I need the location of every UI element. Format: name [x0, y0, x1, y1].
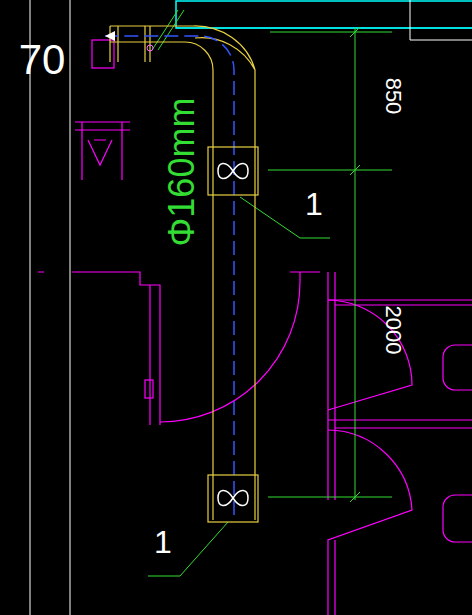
dimension-text: 2000	[382, 306, 404, 355]
fan-symbol	[208, 475, 258, 522]
wall-line	[70, 0, 71, 615]
duct-diameter: Φ160mm	[164, 98, 200, 247]
diffuser-marker	[105, 31, 115, 41]
panel-outline	[176, 1, 472, 28]
dimension-lines	[148, 10, 392, 576]
callout-number: 1	[154, 526, 172, 558]
wall-line	[30, 0, 31, 615]
dimension-text: 850	[382, 78, 404, 115]
fan-symbol	[208, 147, 258, 195]
callout-number: 1	[305, 188, 323, 220]
duct-centerline	[105, 36, 234, 515]
drawing-number: 70	[19, 39, 66, 81]
